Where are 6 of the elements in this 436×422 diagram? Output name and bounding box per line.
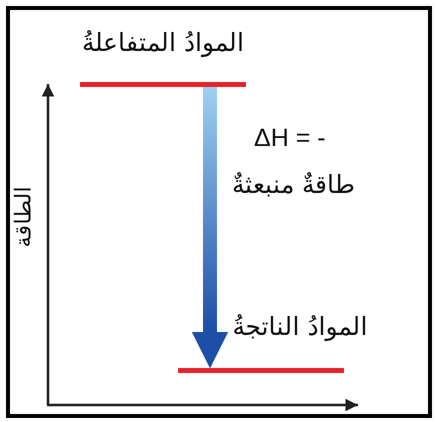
energy-change-arrow — [192, 87, 228, 368]
enthalpy-change-label: ΔH = - — [254, 124, 326, 153]
energy-level-label: الموادُ المتفاعلةُ — [82, 28, 244, 57]
axis-title: الطاقة — [10, 186, 36, 248]
energy-released-label: طاقةٌ منبعثةٌ — [232, 170, 355, 199]
energy-level-label: الموادُ الناتجةُ — [232, 312, 368, 341]
